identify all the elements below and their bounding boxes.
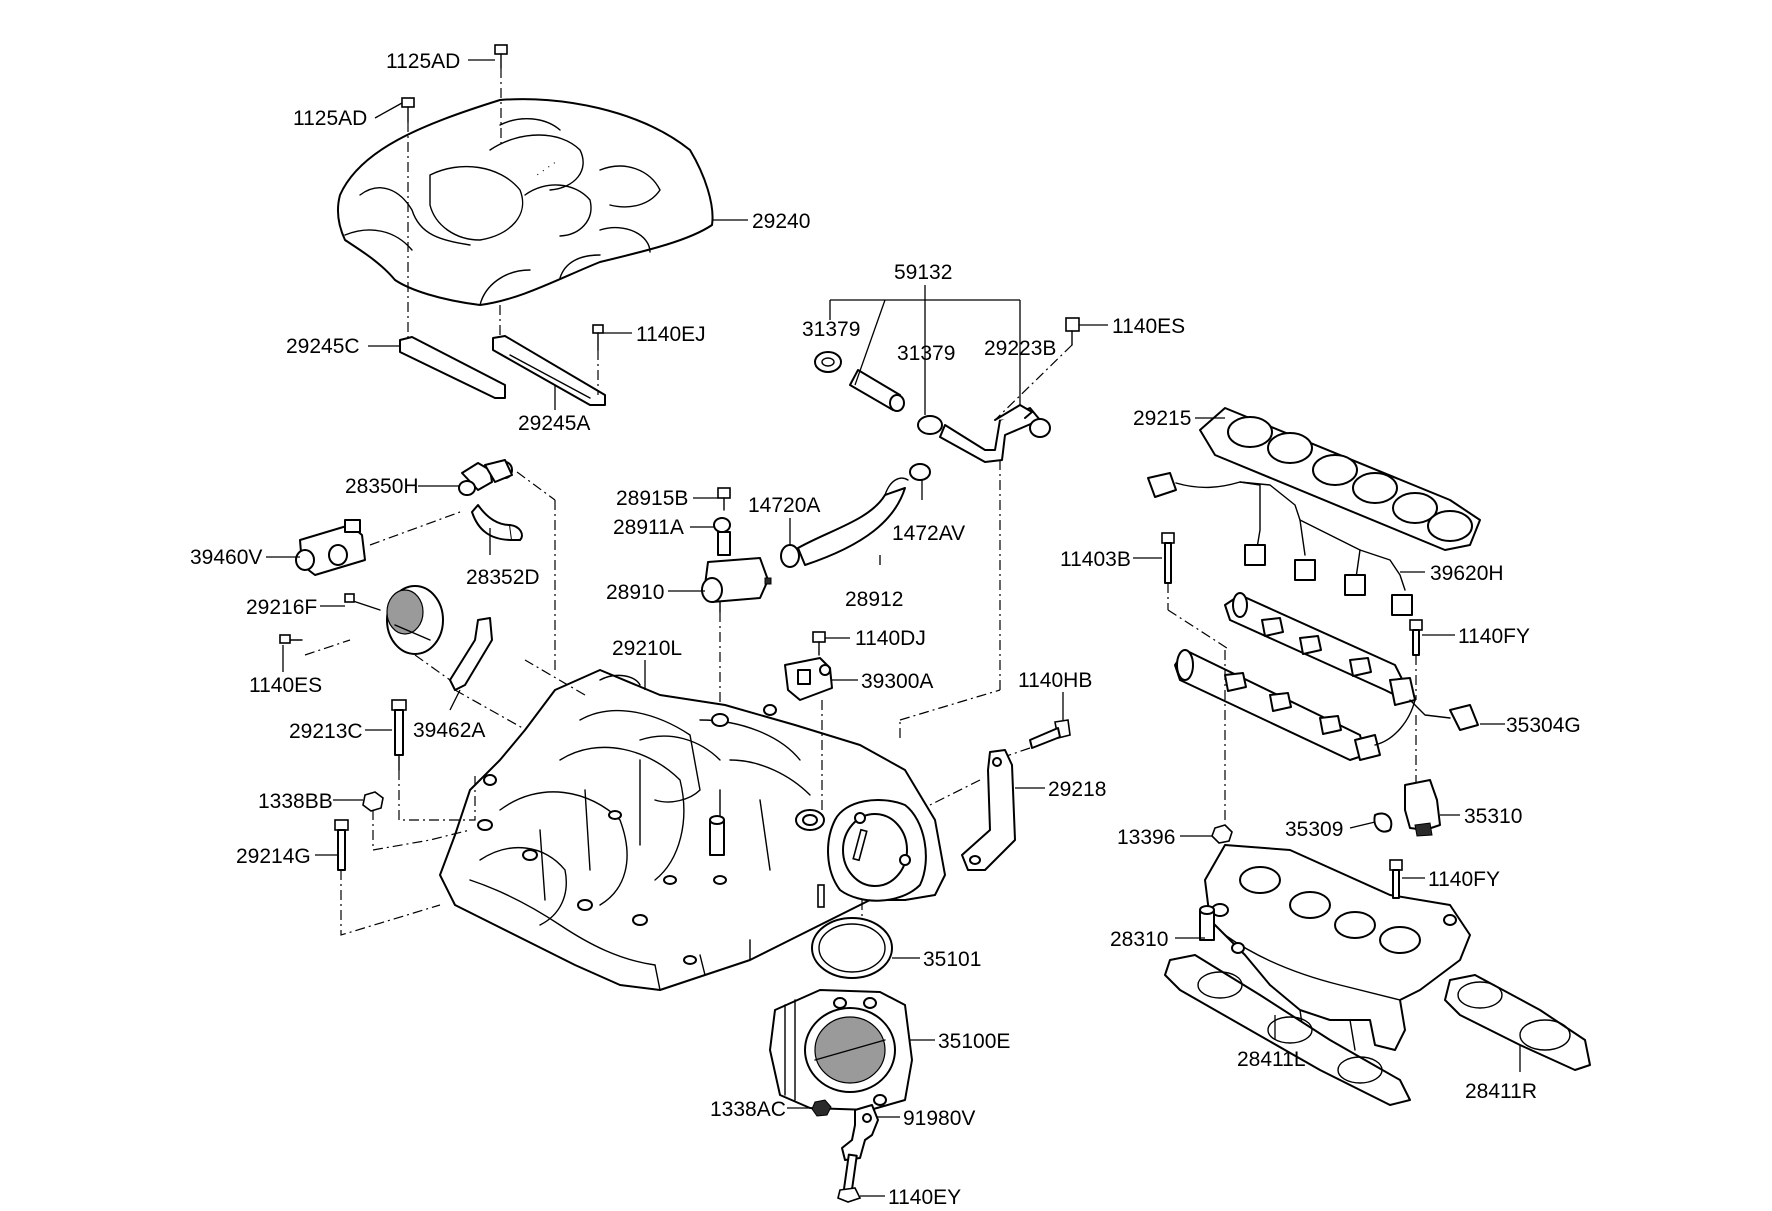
label-28915b: 28915B — [616, 487, 688, 510]
nut-1338bb — [362, 791, 384, 812]
label-35100e: 35100E — [938, 1030, 1010, 1053]
label-31379-b: 31379 — [897, 342, 955, 365]
label-1472av: 1472AV — [892, 522, 965, 545]
label-35310: 35310 — [1464, 805, 1522, 828]
wiring-harness-39620h — [1147, 472, 1413, 616]
label-1338bb: 1338BB — [258, 790, 333, 813]
bracket-29245a — [492, 335, 606, 406]
label-29245a: 29245A — [518, 412, 590, 435]
label-29214g: 29214G — [236, 845, 311, 868]
label-1140ey: 1140EY — [888, 1186, 961, 1209]
label-28911a: 28911A — [613, 516, 684, 539]
map-sensor-39300a — [784, 657, 833, 701]
gasket-29215 — [1199, 407, 1481, 551]
bolt-28915b — [717, 487, 731, 511]
bolt-11403b — [1161, 532, 1175, 584]
label-1140fy-b: 1140FY — [1428, 868, 1500, 891]
leader-lines — [266, 59, 1521, 1197]
label-59132: 59132 — [894, 261, 952, 284]
label-91980v: 91980V — [903, 1107, 975, 1130]
label-29218: 29218 — [1048, 778, 1106, 801]
label-39620h: 39620H — [1430, 562, 1504, 585]
gasket-28411l — [1164, 954, 1411, 1106]
bracket-29218 — [961, 749, 1016, 871]
hose-28352d — [471, 504, 523, 541]
bolt-1140fy-b — [1389, 859, 1403, 899]
clamp-1472av — [909, 463, 931, 481]
throttle-body-35100e — [769, 989, 913, 1111]
label-31379-a: 31379 — [802, 318, 860, 341]
label-29213c: 29213C — [289, 720, 363, 743]
label-29210l: 29210L — [612, 637, 682, 660]
label-29223b: 29223B — [984, 337, 1056, 360]
lower-manifold-28310 — [1199, 844, 1471, 1051]
nut-1338ac — [811, 1099, 832, 1117]
label-14720a: 14720A — [748, 494, 820, 517]
label-28411r: 28411R — [1465, 1080, 1537, 1103]
engine-cover: · · · · — [336, 98, 714, 306]
bracket-29245c — [399, 336, 506, 399]
label-1140hb: 1140HB — [1018, 669, 1092, 692]
bolt-1140ey — [837, 1153, 862, 1203]
bolt-29214g — [334, 819, 349, 871]
label-35304g: 35304G — [1506, 714, 1581, 737]
bracket-28911a — [713, 517, 731, 556]
label-35101: 35101 — [923, 948, 981, 971]
label-28310: 28310 — [1110, 928, 1168, 951]
label-1125ad-left: 1125AD — [293, 107, 367, 130]
hose-clamp-31379b — [917, 415, 943, 435]
label-11403b: 11403B — [1060, 548, 1131, 571]
valve-28910 — [701, 557, 772, 613]
label-29216f: 29216F — [246, 596, 317, 619]
label-1140fy-a: 1140FY — [1458, 625, 1530, 648]
actuator-29216f — [349, 585, 444, 655]
bolt-1140es-left — [279, 634, 303, 644]
label-1338ac: 1338AC — [710, 1098, 786, 1121]
label-13396: 13396 — [1117, 826, 1175, 849]
label-28910: 28910 — [606, 581, 664, 604]
label-1140es-left: 1140ES — [249, 674, 322, 697]
hose-clamp-31379a — [814, 351, 842, 373]
label-1125ad-top: 1125AD — [386, 50, 460, 73]
bolt-1140ej — [592, 324, 604, 351]
fuel-rail — [1174, 592, 1479, 761]
bolt-1125ad-top — [494, 44, 508, 69]
hose-28912 — [797, 477, 909, 566]
label-39460v: 39460V — [190, 546, 262, 569]
bolt-29216f — [344, 593, 355, 603]
gasket-28411r — [1444, 974, 1591, 1071]
label-39462a: 39462A — [413, 719, 485, 742]
label-28350h: 28350H — [345, 475, 419, 498]
label-28912: 28912 — [845, 588, 903, 611]
label-1140ej: 1140EJ — [636, 323, 706, 346]
label-28352d: 28352D — [466, 566, 540, 589]
label-29245c: 29245C — [286, 335, 360, 358]
injector-35310 — [1404, 779, 1441, 837]
bolt-1125ad-left — [401, 97, 415, 123]
label-35309: 35309 — [1285, 818, 1343, 841]
hose-59132 — [849, 369, 905, 412]
label-29215: 29215 — [1133, 407, 1191, 430]
nut-13396 — [1211, 824, 1233, 844]
intake-manifold-29210l — [439, 669, 946, 991]
bracket-39462a — [449, 617, 493, 691]
bolt-1140es-top — [1065, 317, 1080, 346]
pipe-29223b — [939, 404, 1051, 463]
connector-28350h — [458, 459, 513, 496]
label-29240: 29240 — [752, 210, 810, 233]
bracket-91980v — [841, 1104, 879, 1161]
clip-35309 — [1373, 812, 1393, 833]
label-1140dj: 1140DJ — [855, 627, 926, 650]
label-39300a: 39300A — [861, 670, 933, 693]
bolt-1140fy-a — [1409, 619, 1423, 656]
label-1140es-top: 1140ES — [1112, 315, 1185, 338]
label-28411l: 28411L — [1237, 1048, 1306, 1071]
stud-29213c — [391, 699, 407, 771]
solenoid-39460v — [295, 519, 366, 576]
bolt-1140dj — [812, 631, 826, 656]
gasket-35101 — [811, 917, 893, 979]
bolt-1140hb — [1029, 719, 1071, 749]
clamp-14720a — [780, 544, 800, 568]
